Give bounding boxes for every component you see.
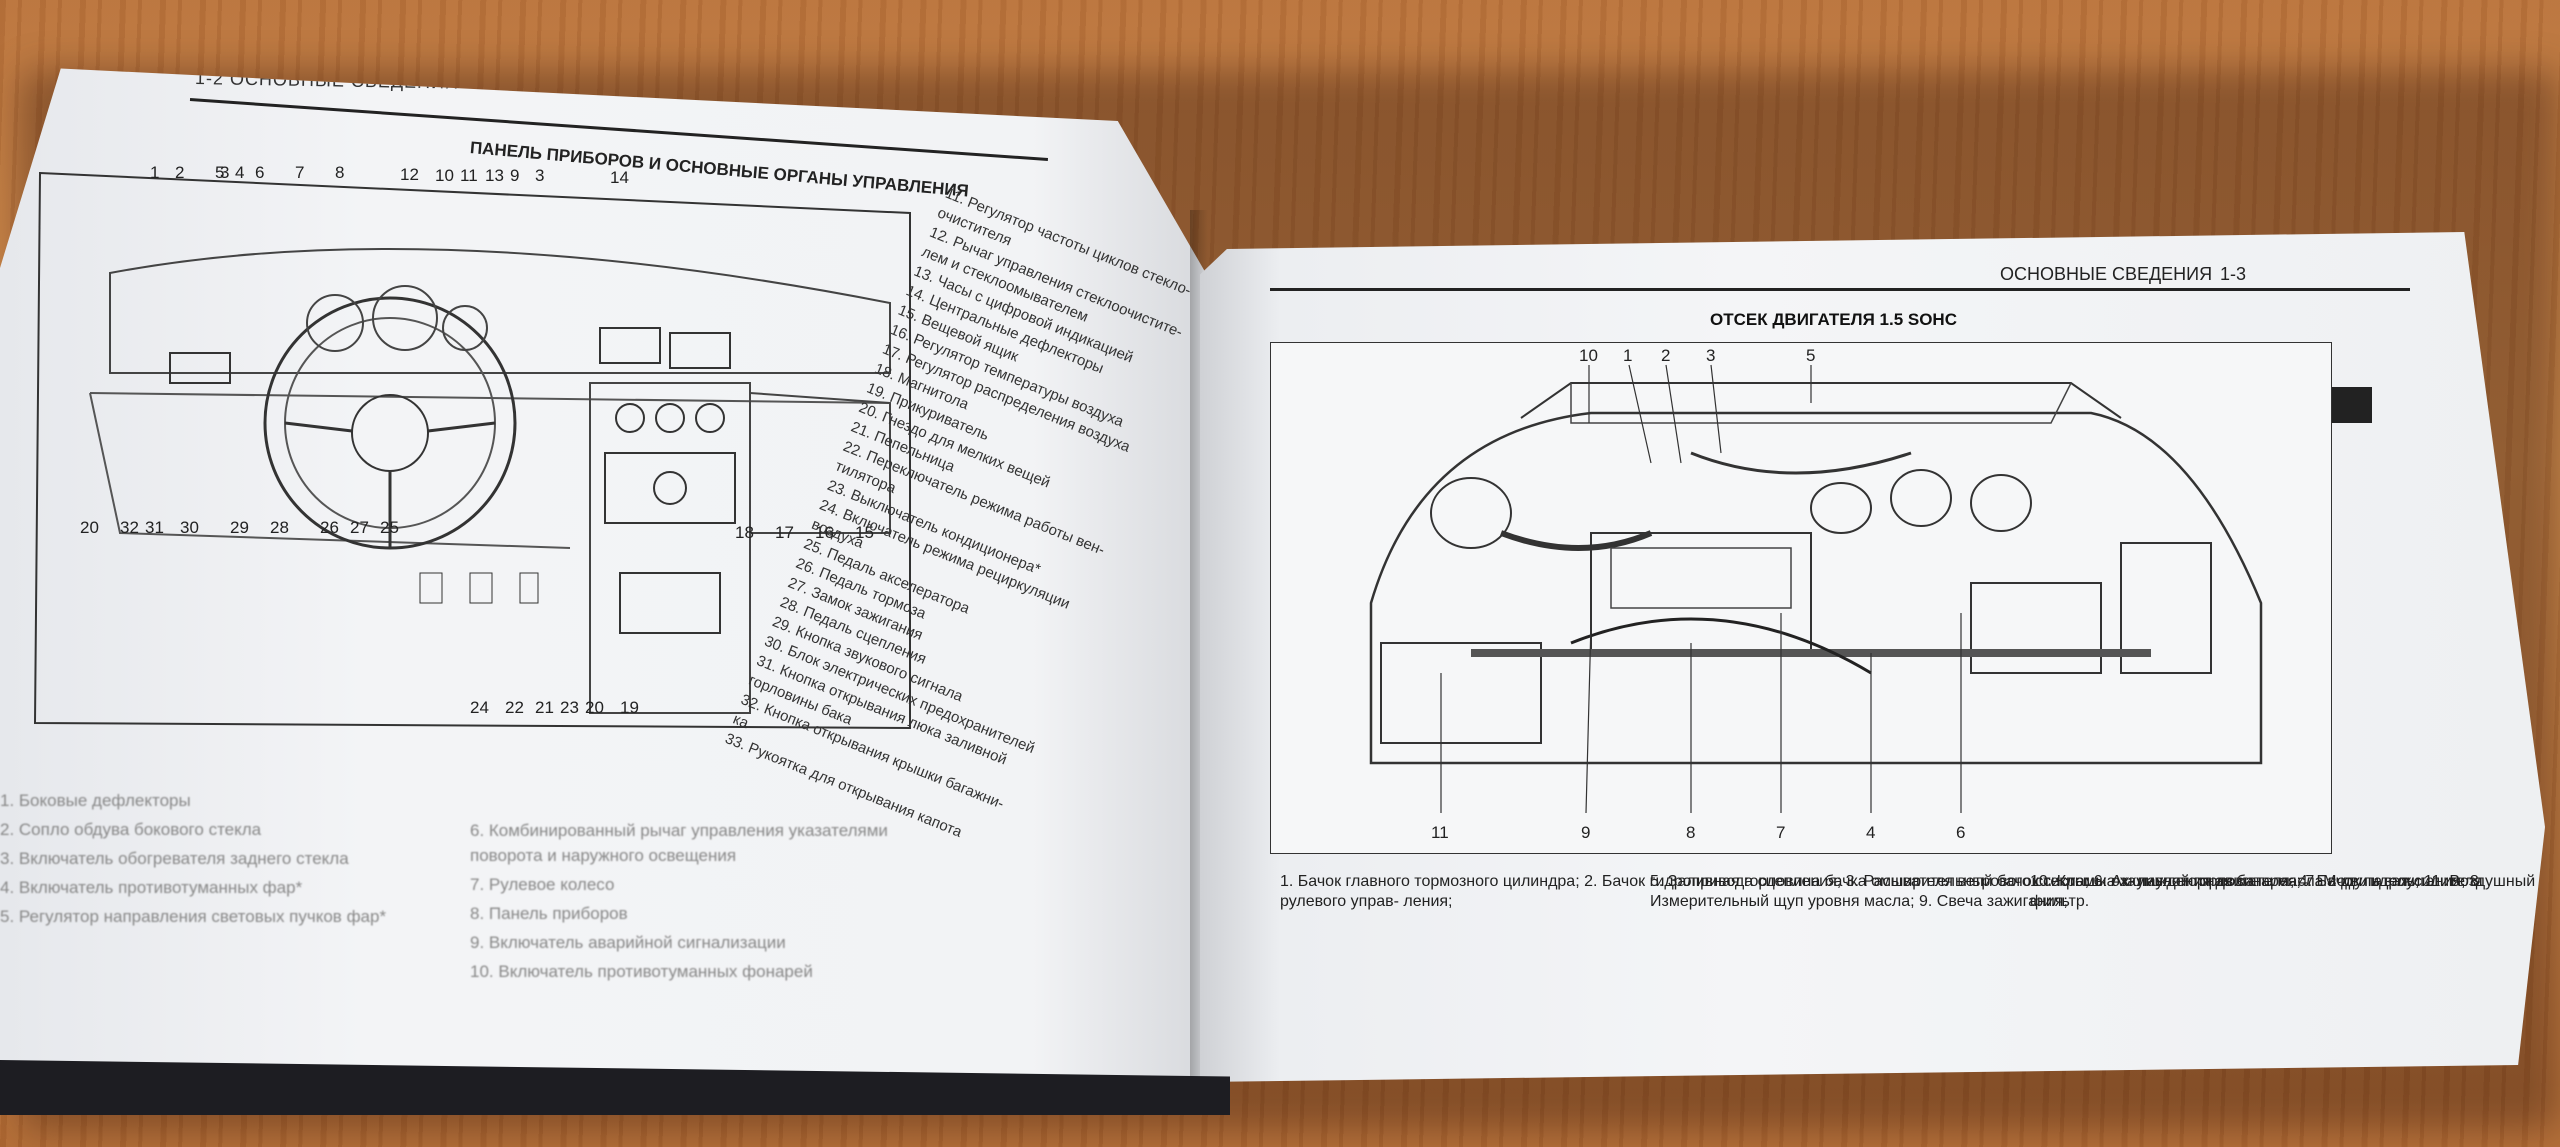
engine-legend-col1: 1. Бачок главного тормозного цилиндра; 2… xyxy=(1280,873,2483,910)
right-page-title: ОТСЕК ДВИГАТЕЛЯ 1.5 SOHC xyxy=(1710,310,1957,329)
callout-6: 6 xyxy=(255,163,264,182)
legend-item: 2. Сопло обдува бокового стекла xyxy=(0,820,262,839)
right-header-rule xyxy=(1270,288,2410,291)
dashboard-drawing: 1 2 3 4 5 6 7 8 12 10 11 13 9 3 14 xyxy=(33,163,911,730)
callout-b-28: 28 xyxy=(270,518,289,537)
callout-b-15: 15 xyxy=(855,523,874,542)
dashboard-callouts-top: 1 2 3 4 5 6 7 8 12 10 11 13 9 3 14 xyxy=(150,163,629,187)
callout-b-19: 19 xyxy=(620,698,639,717)
callout-11: 11 xyxy=(460,166,478,185)
callout-10: 10 xyxy=(435,166,454,185)
engine-callout-6: 6 xyxy=(1956,823,1965,842)
engine-callout-4: 4 xyxy=(1866,823,1875,842)
engine-callout-8: 8 xyxy=(1686,823,1695,842)
left-page: 1-2 ОСНОВНЫЕ СВЕДЕНИЯ ПАНЕЛЬ ПРИБОРОВ И … xyxy=(0,68,1215,1108)
engine-callout-3: 3 xyxy=(1706,346,1715,365)
callout-9: 9 xyxy=(510,166,519,185)
engine-callout-5: 5 xyxy=(1806,346,1815,365)
legend-item: 5. Регулятор направления световых пучков… xyxy=(0,907,387,926)
callout-7: 7 xyxy=(295,163,304,182)
legend-item: 3. Включатель обогревателя заднего стекл… xyxy=(0,849,349,868)
engine-callout-9: 9 xyxy=(1581,823,1590,842)
engine-bay-diagram: 10 1 2 3 5 11 9 8 7 4 6 xyxy=(1270,342,2332,854)
callout-b-30: 30 xyxy=(180,518,199,537)
engine-callouts-bottom: 11 9 8 7 4 6 xyxy=(1431,823,1965,842)
legend-item: 8. Панель приборов xyxy=(470,904,628,923)
callout-3b: 3 xyxy=(535,166,544,185)
callout-13: 13 xyxy=(485,166,504,185)
legend-item: 6. Комбинированный рычаг управления указ… xyxy=(470,821,888,865)
callout-5: 5 xyxy=(215,163,224,182)
dashboard-callouts-bottom: 20 32 31 30 29 28 26 27 25 18 17 16 15 2… xyxy=(80,518,874,717)
callout-12: 12 xyxy=(400,165,419,184)
engine-callout-2: 2 xyxy=(1661,346,1670,365)
callout-b-26: 26 xyxy=(320,518,339,537)
engine-legend-col3: 10. Крышка заливной горловины масла в дв… xyxy=(2030,873,2536,910)
engine-legend-col2: 5. Заливная горловина бачка омывателя ве… xyxy=(1650,873,2484,910)
callout-b-24: 24 xyxy=(470,698,489,717)
legend-item: 1. Боковые дефлекторы xyxy=(0,791,191,810)
callout-3: 3 xyxy=(220,163,229,182)
callout-b-17: 17 xyxy=(775,523,794,542)
callout-b-21: 21 xyxy=(535,698,554,717)
engine-callouts-top: 10 1 2 3 5 xyxy=(1579,346,1815,365)
callout-4: 4 xyxy=(235,163,244,182)
right-page-number: 1-3 xyxy=(2220,264,2247,284)
engine-callout-10: 10 xyxy=(1579,346,1598,365)
callout-1: 1 xyxy=(150,163,159,182)
right-page-header: ОСНОВНЫЕ СВЕДЕНИЯ xyxy=(2000,264,2213,284)
legend-item: 7. Рулевое колесо xyxy=(470,875,615,894)
callout-b-32: 32 xyxy=(120,518,139,537)
legend-bottom-col1: 1. Боковые дефлекторы 2. Сопло обдува бо… xyxy=(0,788,440,933)
engine-bay-drawing: 10 1 2 3 5 11 9 8 7 4 6 xyxy=(1369,346,2263,842)
callout-2: 2 xyxy=(175,163,184,182)
callout-b-31: 31 xyxy=(145,518,164,537)
callout-b-29: 29 xyxy=(230,518,249,537)
callout-b-25: 25 xyxy=(380,518,399,537)
callout-b-16: 16 xyxy=(815,523,834,542)
callout-b-23: 23 xyxy=(560,698,579,717)
callout-b-22: 22 xyxy=(505,698,524,717)
engine-callout-7: 7 xyxy=(1776,823,1785,842)
callout-b-27: 27 xyxy=(350,518,369,537)
dashboard-diagram: 1 2 3 4 5 6 7 8 12 10 11 13 9 3 14 xyxy=(30,153,930,733)
callout-8: 8 xyxy=(335,163,344,182)
right-page: ОСНОВНЫЕ СВЕДЕНИЯ 1-3 ОТСЕК ДВИГАТЕЛЯ 1.… xyxy=(1200,232,2545,1082)
engine-callout-1: 1 xyxy=(1623,346,1632,365)
legend-item: 10. Включатель противотуманных фонарей xyxy=(470,962,813,981)
engine-callout-11: 11 xyxy=(1431,823,1449,842)
callout-14: 14 xyxy=(610,168,629,187)
callout-b-20b: 20 xyxy=(585,698,604,717)
callout-b-20: 20 xyxy=(80,518,99,537)
callout-b-18: 18 xyxy=(735,523,754,542)
legend-bottom-col2: 6. Комбинированный рычаг управления указ… xyxy=(470,818,910,988)
legend-item: 4. Включатель противотуманных фар* xyxy=(0,878,303,897)
legend-item: 9. Включатель аварийной сигнализации xyxy=(470,933,786,952)
